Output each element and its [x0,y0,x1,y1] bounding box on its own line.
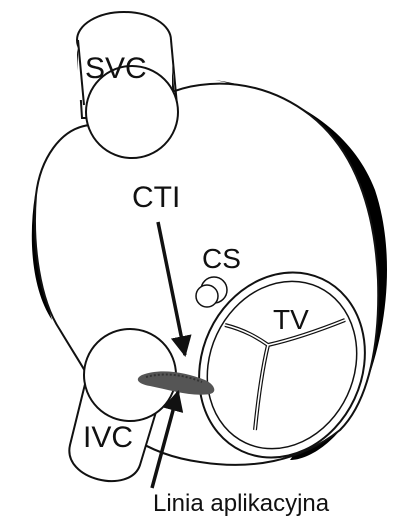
ivc-label: IVC [83,421,133,454]
svc-vessel [77,12,178,158]
svc-label: SVC [85,52,147,85]
cti-label: CTI [132,181,180,214]
cs-label: CS [202,243,241,274]
application-line-label: Linia aplikacyjna [153,490,330,517]
tv-label: TV [273,304,309,335]
